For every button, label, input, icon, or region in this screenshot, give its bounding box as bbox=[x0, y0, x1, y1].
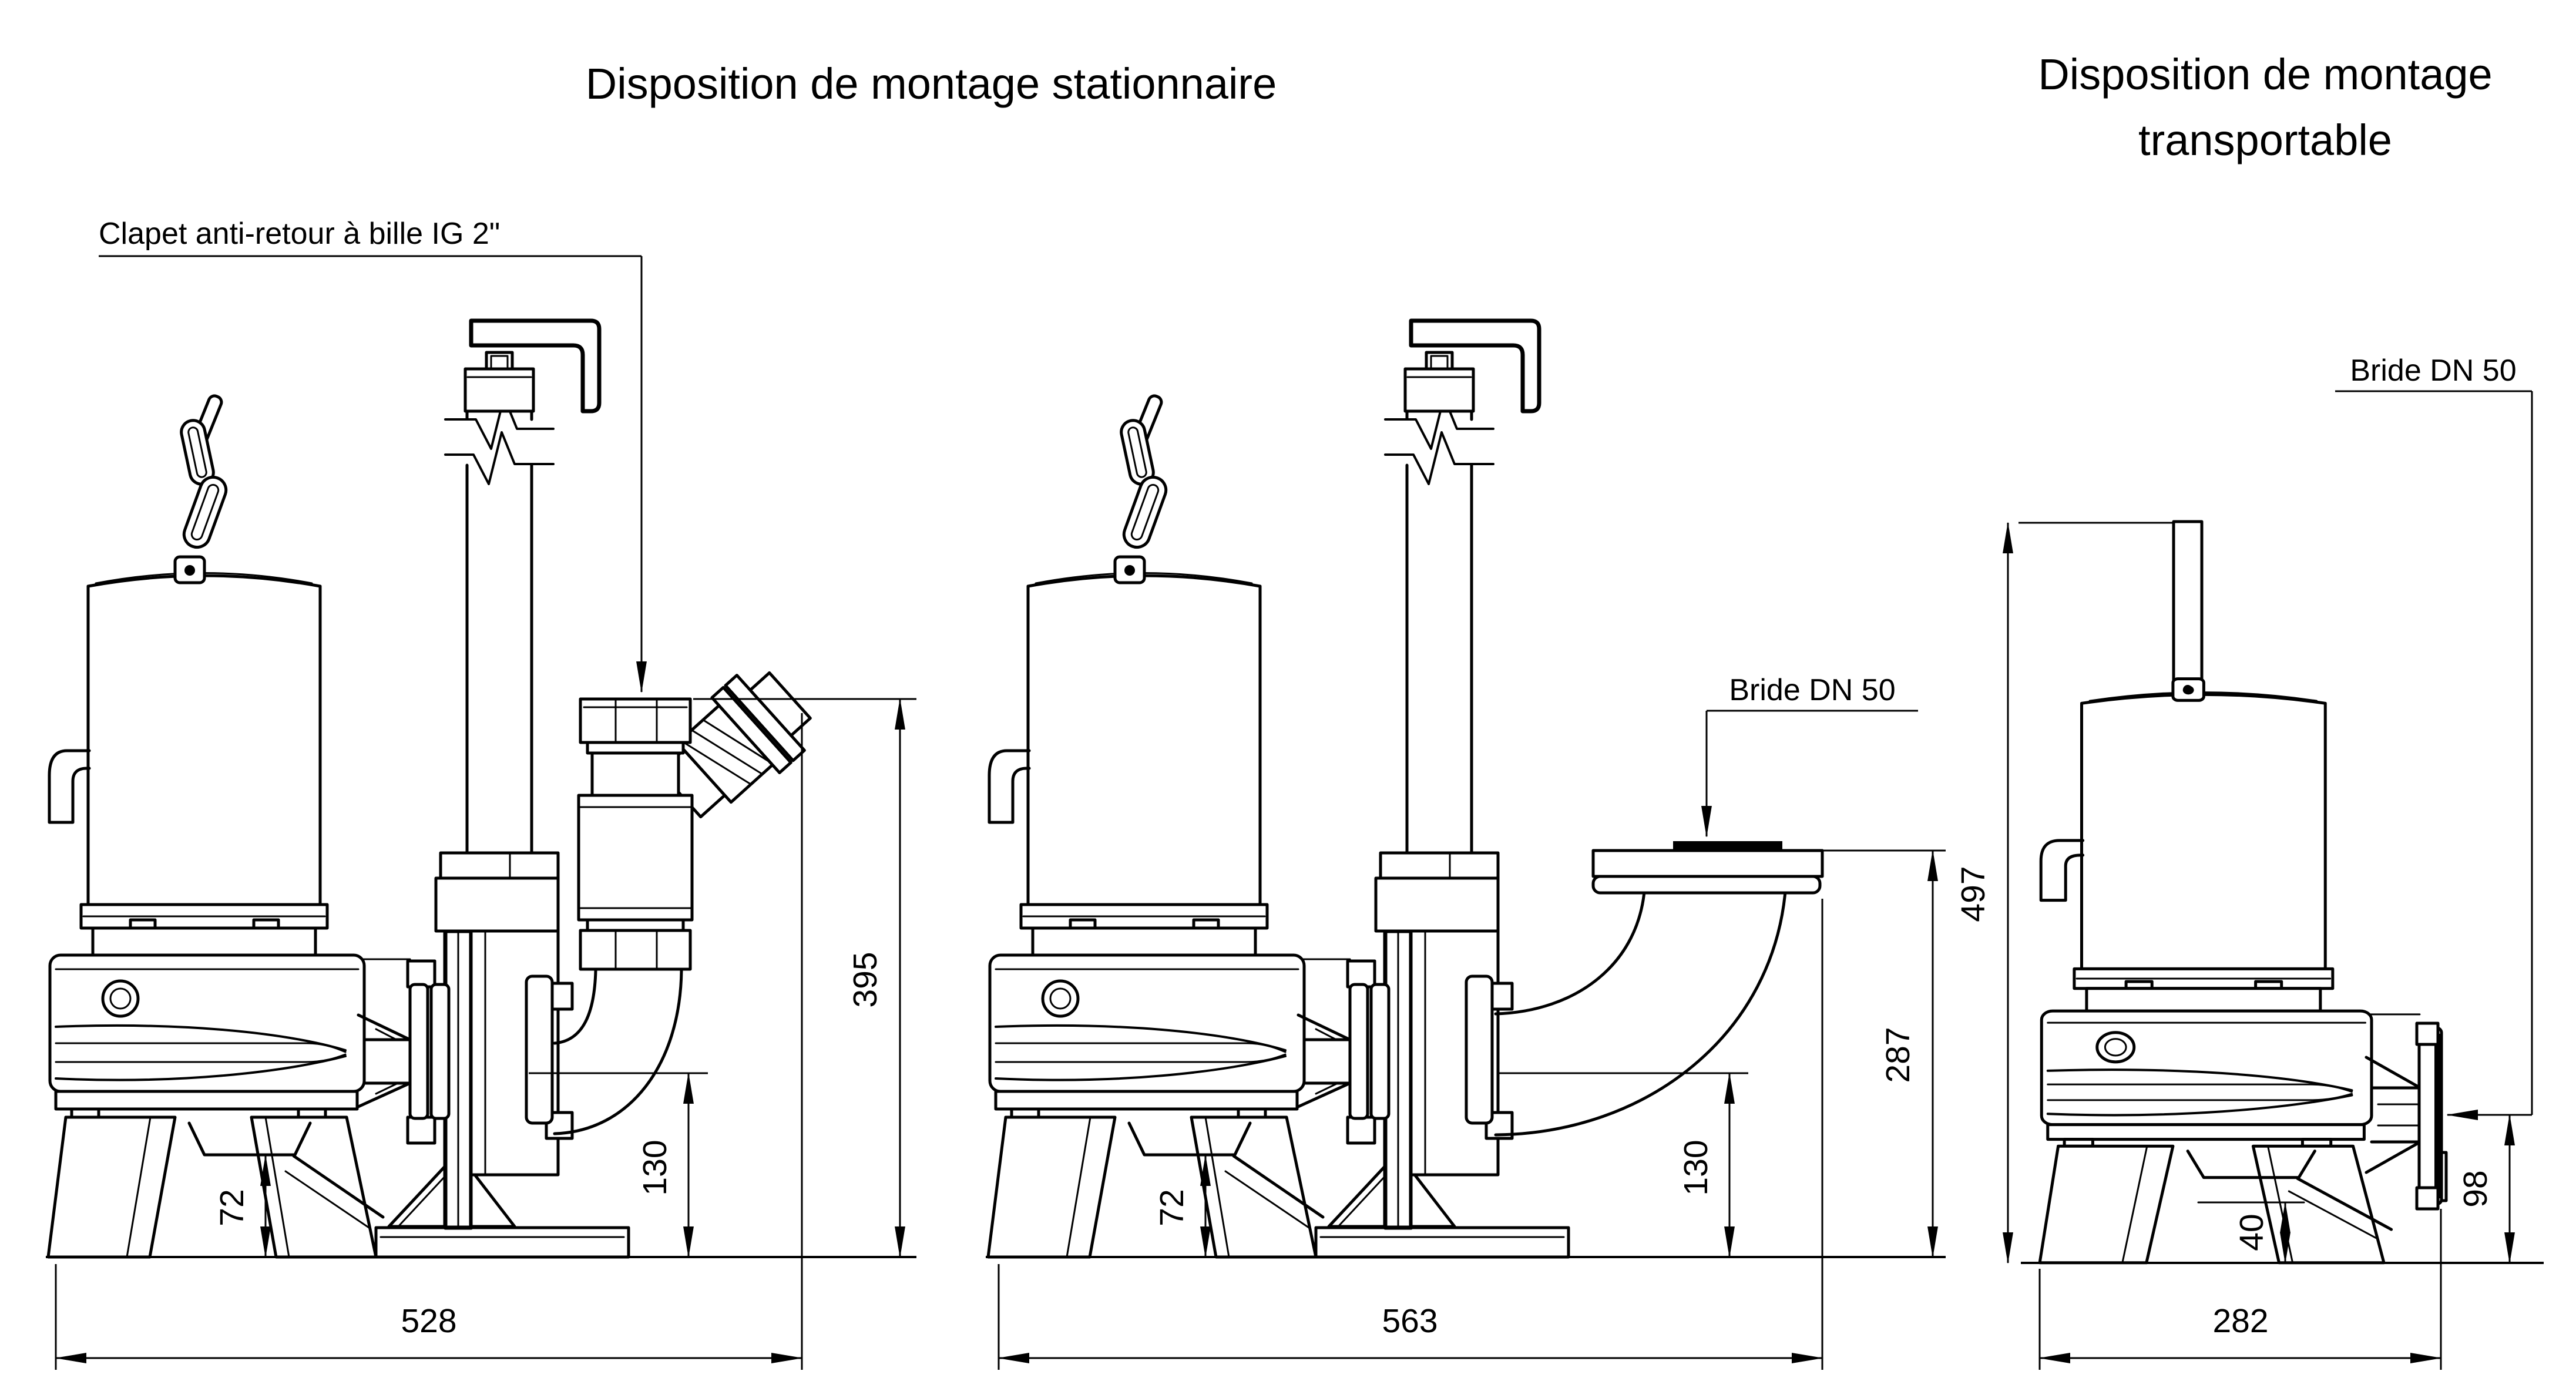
dimension-395: 395 bbox=[693, 698, 916, 1258]
check-valve-branch bbox=[646, 658, 824, 832]
dimension-98: 98 bbox=[2457, 1114, 2515, 1264]
dimension-130-middle: 130 bbox=[1499, 1072, 1748, 1258]
title-transportable-line1: Disposition de montage bbox=[2038, 50, 2492, 99]
stationary-drawing-check-valve: Clapet anti-retour à bille IG 2" 395 130… bbox=[46, 217, 916, 1370]
dimension-130: 130 bbox=[529, 1072, 708, 1258]
svg-text:72: 72 bbox=[213, 1189, 251, 1226]
svg-text:528: 528 bbox=[401, 1302, 456, 1340]
dimension-72: 72 bbox=[213, 1154, 271, 1258]
svg-text:282: 282 bbox=[2212, 1302, 2268, 1340]
svg-text:40: 40 bbox=[2233, 1214, 2271, 1251]
check-valve bbox=[579, 699, 692, 969]
transport-flange bbox=[2366, 1023, 2446, 1209]
svg-text:395: 395 bbox=[847, 952, 884, 1007]
svg-text:72: 72 bbox=[1153, 1189, 1191, 1226]
flange-label-right: Bride DN 50 bbox=[2350, 354, 2516, 388]
dimension-497: 497 bbox=[1954, 522, 2174, 1264]
dimension-287: 287 bbox=[1789, 849, 1946, 1258]
lifting-rod bbox=[2174, 522, 2202, 684]
svg-text:497: 497 bbox=[1954, 866, 1992, 922]
dimension-563: 563 bbox=[998, 899, 1823, 1370]
title-transportable-line2: transportable bbox=[2138, 116, 2392, 164]
dn50-flange-plate bbox=[1593, 841, 1822, 893]
check-valve-label: Clapet anti-retour à bille IG 2" bbox=[99, 217, 500, 251]
dimension-282: 282 bbox=[2038, 1209, 2442, 1370]
title-stationary: Disposition de montage stationnaire bbox=[586, 59, 1277, 108]
transportable-drawing: Bride DN 50 497 98 40 282 bbox=[1954, 354, 2544, 1370]
svg-text:563: 563 bbox=[1382, 1302, 1438, 1340]
dimension-72-middle: 72 bbox=[1153, 1154, 1211, 1258]
svg-text:130: 130 bbox=[636, 1140, 674, 1195]
dimension-528: 528 bbox=[55, 713, 803, 1370]
dimension-40: 40 bbox=[2233, 1201, 2290, 1264]
svg-text:287: 287 bbox=[1879, 1027, 1917, 1083]
stationary-drawing-flange: Bride DN 50 287 130 72 563 bbox=[986, 321, 1946, 1370]
svg-text:98: 98 bbox=[2457, 1170, 2494, 1207]
flange-label-middle: Bride DN 50 bbox=[1729, 673, 1895, 707]
svg-text:130: 130 bbox=[1677, 1140, 1715, 1195]
